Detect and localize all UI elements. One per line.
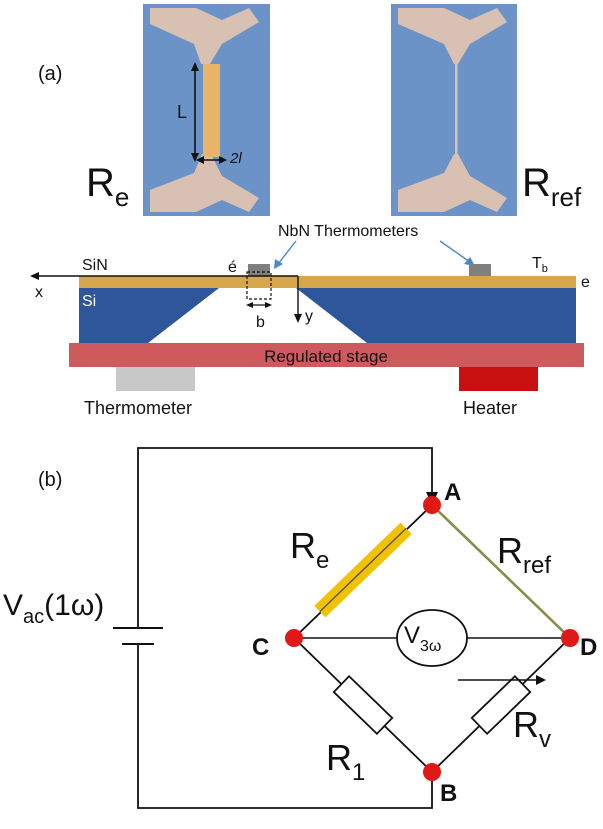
- rref-bottom-pad: [398, 154, 507, 212]
- nbn-thermometer-left: [248, 264, 270, 276]
- regulated-stage-label: Regulated stage: [264, 347, 388, 366]
- regulated-stage: [69, 343, 584, 367]
- heater-label: Heater: [463, 398, 517, 418]
- circuit-wire-top: [137, 447, 433, 617]
- x-axis-arrowhead: [30, 272, 39, 280]
- thermometer-pointer-left: [277, 240, 297, 265]
- re-sample-name: Re: [86, 161, 129, 212]
- thermometer-block: [116, 367, 195, 391]
- rv-variable-arrowhead: [536, 675, 546, 685]
- node-a-dot: [423, 496, 441, 514]
- re-dim-w-label: 2l: [229, 150, 242, 167]
- sin-label: SiN: [82, 257, 108, 274]
- node-b-label: B: [440, 780, 457, 807]
- y-axis-label: y: [305, 308, 313, 325]
- thermometer-label: Thermometer: [84, 398, 192, 418]
- r1-label: R1: [326, 737, 365, 786]
- re-top-pad: [150, 8, 259, 64]
- e-label: e: [581, 274, 590, 291]
- tb-label: Tb: [532, 255, 548, 275]
- width-b-dashed-box: [246, 271, 272, 300]
- re-sensor-strip: [203, 64, 220, 157]
- re-resistor: [314, 522, 412, 618]
- node-c-label: C: [252, 634, 269, 661]
- x-axis-label: x: [35, 284, 43, 301]
- re-dim-L-label: L: [177, 102, 187, 122]
- rv-resistor-body: [470, 674, 532, 736]
- source-label: Vac(1ω): [3, 589, 104, 628]
- sin-membrane-layer: [79, 276, 576, 288]
- node-c-dot: [285, 629, 303, 647]
- re-dim-w-arrowhead-left: [196, 156, 204, 164]
- rref-label: Rref: [497, 530, 551, 579]
- node-d-dot: [561, 629, 579, 647]
- re-bottom-pad: [150, 154, 259, 212]
- panel-a-label: (a): [38, 63, 62, 85]
- b-dimension-head-right: [265, 302, 272, 308]
- rref-sample-name: Rref: [522, 161, 582, 212]
- heater-block: [459, 367, 538, 391]
- v3w-voltmeter: [396, 609, 468, 667]
- re-dim-L-arrowhead-bottom: [191, 153, 199, 162]
- re-dim-w-arrowhead-right: [219, 156, 227, 164]
- rv-label: Rv: [513, 704, 551, 753]
- si-etched-window: [148, 288, 367, 343]
- circuit-wire-bottom: [137, 651, 433, 809]
- y-axis-arrowhead: [294, 314, 302, 323]
- thermometers-caption: NbN Thermometers: [278, 223, 418, 240]
- e-prime-label: é: [228, 259, 237, 276]
- arm-a-d-rref: [431, 504, 571, 639]
- node-a-label: A: [444, 479, 461, 506]
- thermometer-pointer-right: [439, 240, 471, 263]
- re-dim-L-arrowhead-top: [191, 62, 199, 71]
- thermometer-pointer-left-head: [274, 259, 283, 269]
- node-b-dot: [423, 763, 441, 781]
- b-label: b: [256, 314, 265, 331]
- re-label: Re: [290, 525, 329, 574]
- r1-resistor-body: [332, 674, 394, 736]
- rref-top-pad: [398, 8, 507, 64]
- rref-sample-photo: [391, 4, 517, 216]
- thermometer-pointer-right-head: [464, 257, 475, 266]
- v3w-label: V3ω: [404, 622, 441, 655]
- panel-b-label: (b): [38, 469, 62, 491]
- r1-resistor: [332, 674, 394, 736]
- re-sample-photo: L 2l: [143, 4, 270, 216]
- nbn-thermometer-right: [469, 264, 491, 276]
- si-label: Si: [82, 293, 96, 310]
- node-d-label: D: [580, 634, 597, 661]
- b-dimension-head-left: [246, 302, 253, 308]
- re-resistor-core: [319, 527, 407, 613]
- rref-sensor-line: [455, 64, 458, 156]
- rv-resistor: [470, 674, 532, 736]
